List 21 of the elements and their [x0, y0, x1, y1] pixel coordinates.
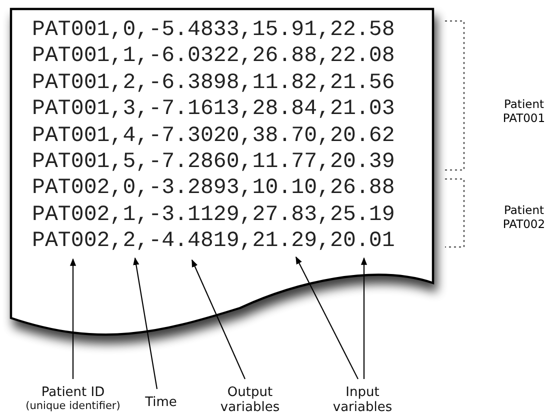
- arrow: [192, 259, 246, 380]
- arrow: [70, 258, 76, 379]
- column-label: Output variables: [219, 385, 281, 415]
- arrow: [296, 256, 358, 380]
- data-row: PAT001,2,-6.3898,11.82,21.56: [32, 70, 395, 96]
- data-row: PAT001,4,-7.3020,38.70,20.62: [32, 122, 395, 150]
- data-row: PAT001,0,-5.4833,15.91,22.58: [32, 17, 395, 44]
- column-note: (unique identifier): [26, 400, 120, 412]
- data-row: PAT001,5,-7.2860,11.77,20.39: [32, 149, 395, 176]
- data-row: PAT001,3,-7.1613,28.84,21.03: [32, 96, 395, 123]
- arrow: [360, 257, 368, 379]
- data-row: PAT002,0,-3.2893,10.10,26.88: [32, 175, 395, 202]
- group-label: Patient PAT001: [502, 97, 546, 125]
- column-label: Input variables: [332, 385, 394, 415]
- arrow: [133, 257, 158, 390]
- column-label: Time: [145, 395, 177, 410]
- column-label: Patient ID: [41, 385, 105, 400]
- data-row: PAT002,2,-4.4819,21.29,20.01: [32, 228, 395, 255]
- data-row: PAT002,1,-3.1129,27.83,25.19: [32, 202, 395, 228]
- data-row: PAT001,1,-6.0322,26.88,22.08: [32, 43, 395, 70]
- group-label: Patient PAT002: [502, 203, 546, 231]
